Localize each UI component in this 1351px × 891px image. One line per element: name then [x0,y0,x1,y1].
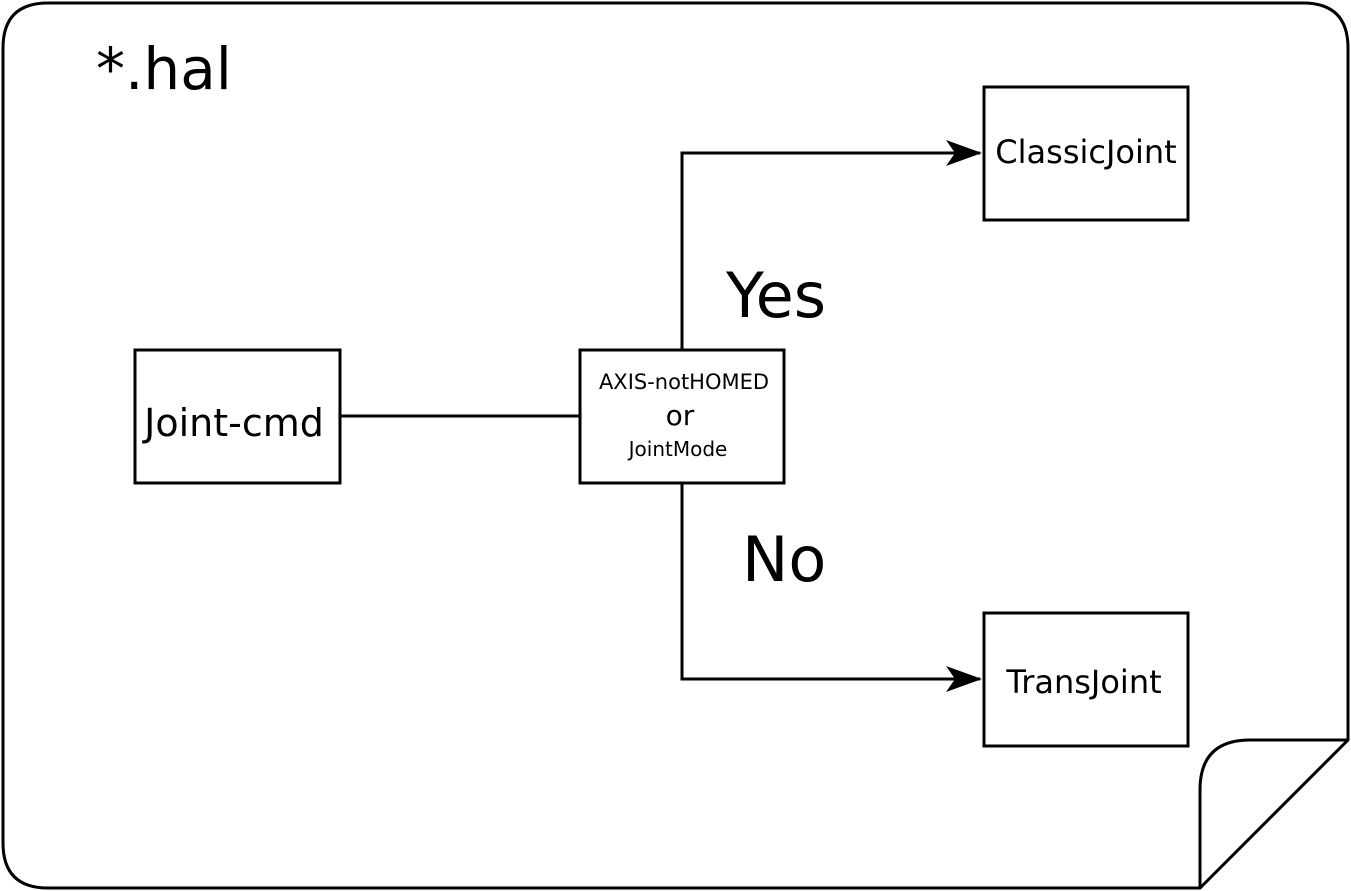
node-condition: AXIS-notHOMED or JointMode [578,348,786,485]
node-classic-joint-box [982,85,1190,222]
condition-line-1: AXIS-notHOMED [599,370,769,394]
no-branch-label: No [742,523,826,596]
node-trans-joint-box [982,611,1190,748]
document-title: *.hal [96,35,232,103]
yes-branch-label: Yes [725,259,826,332]
no-branch-arrow [680,484,982,692]
node-trans-joint-label: TransJoint [1005,663,1161,701]
yes-branch-arrow [680,140,982,349]
node-joint-cmd-box [133,348,342,485]
node-joint-cmd-label: Joint-cmd [142,401,324,445]
node-classic-joint: ClassicJoint [982,85,1190,222]
node-trans-joint: TransJoint [982,611,1190,748]
node-classic-joint-label: ClassicJoint [995,133,1176,171]
folded-corner [1198,738,1348,888]
node-joint-cmd: Joint-cmd [133,348,342,485]
condition-line-2: or [666,399,695,432]
node-condition-box [578,348,786,485]
condition-line-3: JointMode [627,437,728,461]
